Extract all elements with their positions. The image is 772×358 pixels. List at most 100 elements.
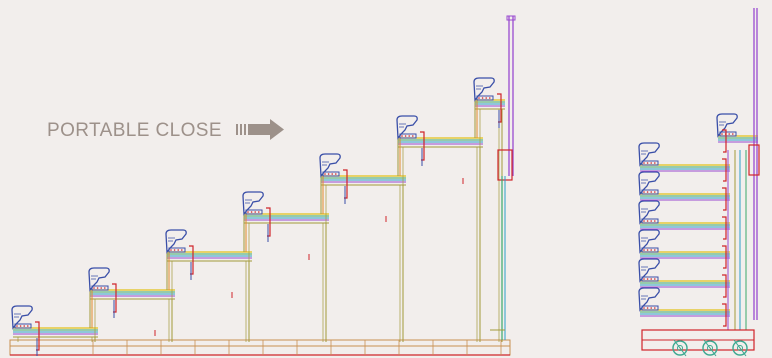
stack-bracket [722,216,727,240]
stack-bracket [722,274,727,298]
seat-rivet [173,249,176,251]
seat [11,305,33,330]
seat-pad [476,95,494,101]
seat-pad [322,171,340,177]
seat-rivet [646,278,649,280]
seat-detail [641,179,648,184]
stack-bracket [722,187,727,211]
seat-back [638,142,660,167]
seat [638,287,660,312]
caster-strut [673,339,687,357]
stack-bracket [722,158,727,182]
seat-back [638,287,660,312]
seat-pad [14,323,32,329]
seat-rivet [654,307,656,309]
seat-detail [641,208,648,213]
seat-pad [641,218,659,224]
seat-pad [245,209,263,215]
caster-wheel [702,340,718,356]
seat-detail [641,295,648,300]
seat-rivet [654,220,656,222]
seat [242,191,264,216]
seat-pad [641,189,659,195]
caster-strut [703,339,717,357]
seat-pad [719,131,737,137]
stack-bracket [722,303,727,327]
seat-rivet [16,325,18,327]
closed-bleacher-view [638,8,760,357]
guardrail-cap [506,15,516,21]
base-beam [9,339,511,356]
seat-rivet [721,133,723,135]
seat [88,267,110,292]
right-arrow-with-trail-icon [236,119,284,140]
seat-rivet [489,97,491,99]
seat-rivet [335,173,337,175]
seat-detail [91,275,98,280]
seat-pad [641,247,659,253]
stack-bracket [722,129,727,153]
seat-rivet [254,211,256,213]
seat-pad [641,160,659,166]
seat-rivet [485,97,487,99]
seat-detail [641,150,648,155]
seat-back [11,305,33,330]
seat-rivet [247,211,249,213]
seat [638,229,660,254]
seat-rivet [650,162,652,164]
seat-rivet [177,249,179,251]
seat-rivet [93,287,95,289]
seat-back [716,113,738,138]
seat-detail [641,266,648,271]
seat-back [88,267,110,292]
seat-rivet [646,220,649,222]
stack-bracket [722,245,727,269]
seat-rivet [478,97,480,99]
seat-rivet [732,133,734,135]
seat-rivet [650,220,652,222]
seat-rivet [401,135,403,137]
seat-rivet [643,162,645,164]
portable-close-caption: PORTABLE CLOSE [47,120,222,141]
seat-rivet [646,162,649,164]
seat-rivet [19,325,22,327]
seat-rivet [643,278,645,280]
seat-back [638,229,660,254]
seat [396,115,418,140]
seat-rivet [23,325,25,327]
seat-pad [399,133,417,139]
seat-rivet [650,249,652,251]
seat-rivet [650,278,652,280]
seat-rivet [324,173,326,175]
seat [638,171,660,196]
seat-rivet [646,249,649,251]
seat-rivet [96,287,99,289]
seat-pad [168,247,186,253]
seat-rivet [654,249,656,251]
seat-rivet [481,97,484,99]
seat-rivet [643,220,645,222]
caster-strut [733,339,747,357]
seat [319,153,341,178]
seat [716,113,738,138]
seat-detail [399,123,406,128]
seat-rivet [181,249,183,251]
seat [638,200,660,225]
seat-rivet [650,191,652,193]
seat-rivet [327,173,330,175]
seat-rivet [728,133,730,135]
seat [165,229,187,254]
seat-back [242,191,264,216]
seat-rivet [643,307,645,309]
seat-detail [476,85,483,90]
seat-back [638,258,660,283]
seat-detail [641,237,648,242]
seat-detail [14,313,21,318]
caster-hub [707,345,713,351]
seat-rivet [643,191,645,193]
seat-pad [641,305,659,311]
seat-rivet [412,135,414,137]
caster-wheel [732,340,748,356]
